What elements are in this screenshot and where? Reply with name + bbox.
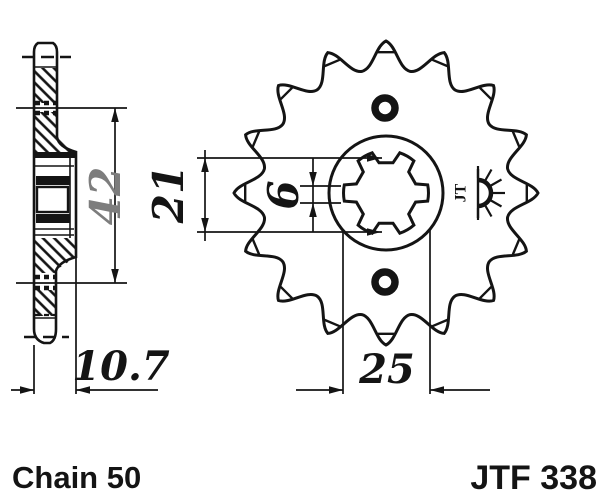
front-view: JT [232,39,540,347]
dimension-arrowhead [20,386,34,394]
footer-labels: Chain 50 JTF 338 [12,459,597,497]
tooth-tip-chamfers [244,51,528,335]
dim25-value: 25 [358,346,415,393]
dimension-arrowhead [367,154,381,162]
section-hatch-upper-plate [34,68,57,103]
gear-teeth-outline [232,39,540,347]
dimension-arrowhead [430,386,444,394]
chain-size-label: Chain 50 [12,460,141,495]
dimension-arrowhead [201,218,209,232]
dimension-arrowhead [367,228,381,236]
dim21-value: 21 [144,165,193,224]
dimension-arrowhead [309,172,317,186]
spline-bore-outline [342,151,430,235]
dimension-arrowhead [76,386,90,394]
dimension-lines [11,107,490,394]
dimension-arrowhead [111,108,119,122]
dimension-arrowhead [309,203,317,217]
dim107-value: 10.7 [72,343,170,390]
dimension-numerals: 42 21 6 10.7 25 [72,165,415,393]
logo-jt-text: JT [453,183,470,202]
jt-sun-logo: JT [453,166,505,220]
bolt-hole-top [371,94,399,122]
dim42-value: 42 [81,167,130,225]
hub-groove-band-lower [36,214,70,223]
sun-rays [476,166,505,220]
bolt-hole-bottom [371,268,399,296]
dim6-value: 6 [259,180,308,209]
hub-top-face-band [34,152,76,158]
section-hatch-mid-upper [34,112,76,153]
section-hatch-mid-lower [34,238,76,273]
dimension-arrowhead [201,158,209,172]
dimension-arrowhead [111,269,119,283]
hub-bore-window [35,185,70,214]
arrowheads [20,108,444,394]
section-hatch-lower-plate [34,290,57,316]
hub-groove-band-upper [36,176,70,185]
side-view-outline [32,41,78,345]
part-number-label: JTF 338 [470,459,597,497]
sun-half-disc [477,177,494,209]
side-section-view [22,41,78,345]
dimension-arrowhead [329,386,343,394]
hub-circle [327,134,445,252]
